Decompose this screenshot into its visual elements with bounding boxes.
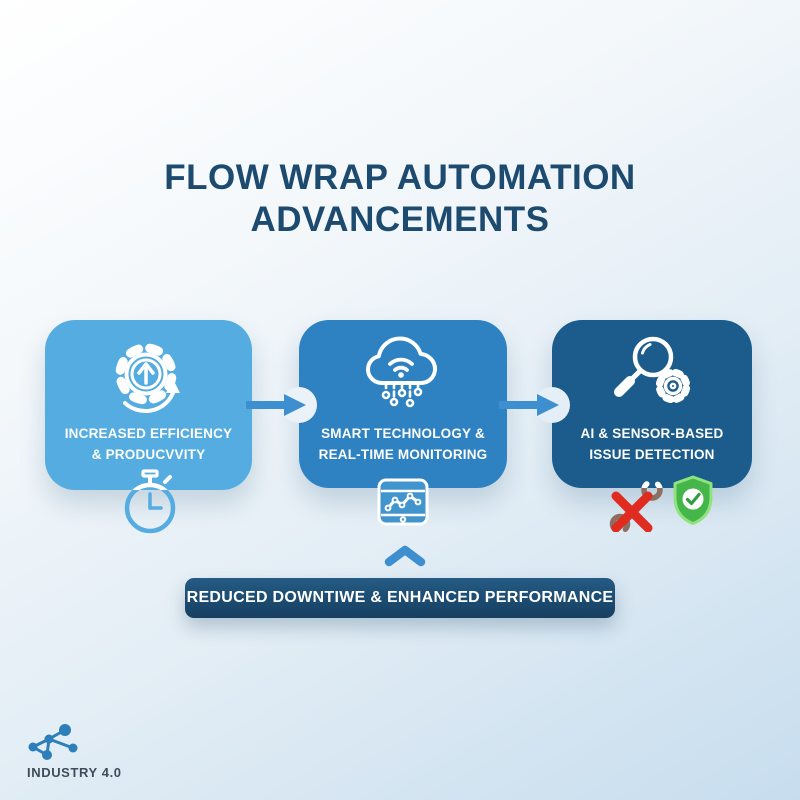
result-banner: REDUCED DOWNTIWE & ENHANCED PERFORMANCE [185, 578, 615, 618]
magnifier-gear-icon [614, 336, 691, 404]
arrow-right-icon [499, 394, 559, 416]
card1-label-line2: & PRODUCVVITY [91, 446, 206, 462]
card1-label-line1: INCREASED EFFICIENCY [64, 426, 233, 441]
page-title-line2: ADVANCEMENTS [250, 199, 550, 239]
card-increased-efficiency: INCREASED EFFICIENCY & PRODUCVVITY [45, 320, 252, 490]
stopwatch-icon [124, 469, 176, 534]
gear-growth-arrow-icon [115, 343, 180, 414]
card2-label-line1: SMART TECHNOLOGY & [321, 426, 485, 441]
monitor-chart-icon [377, 478, 429, 526]
network-nodes-icon [28, 724, 78, 760]
arrow-right-icon [246, 394, 306, 416]
no-manual-repair-icon [609, 479, 663, 532]
page-title: FLOW WRAP AUTOMATION ADVANCEMENTS [0, 157, 800, 240]
card-smart-technology: SMART TECHNOLOGY & REAL-TIME MONITORING [281, 320, 507, 488]
card-label: INCREASED EFFICIENCY & PRODUCVVITY [45, 424, 252, 466]
chevron-up-icon [384, 545, 426, 567]
card-ai-detection: AI & SENSOR-BASED ISSUE DETECTION [534, 320, 752, 488]
brand-name: INDUSTRY 4.0 [27, 765, 122, 780]
shield-check-icon [673, 475, 713, 525]
card3-label-line1: AI & SENSOR-BASED [580, 426, 724, 441]
card3-label-line2: ISSUE DETECTION [589, 446, 715, 462]
card-label: AI & SENSOR-BASED ISSUE DETECTION [552, 424, 752, 466]
page-title-line1: FLOW WRAP AUTOMATION [164, 158, 636, 198]
iot-cloud-wifi-icon [366, 336, 437, 408]
card2-label-line2: REAL-TIME MONITORING [318, 446, 488, 462]
red-cross-icon [611, 491, 653, 532]
card-label: SMART TECHNOLOGY & REAL-TIME MONITORING [299, 424, 507, 466]
result-banner-label: REDUCED DOWNTIWE & ENHANCED PERFORMANCE [186, 589, 614, 606]
